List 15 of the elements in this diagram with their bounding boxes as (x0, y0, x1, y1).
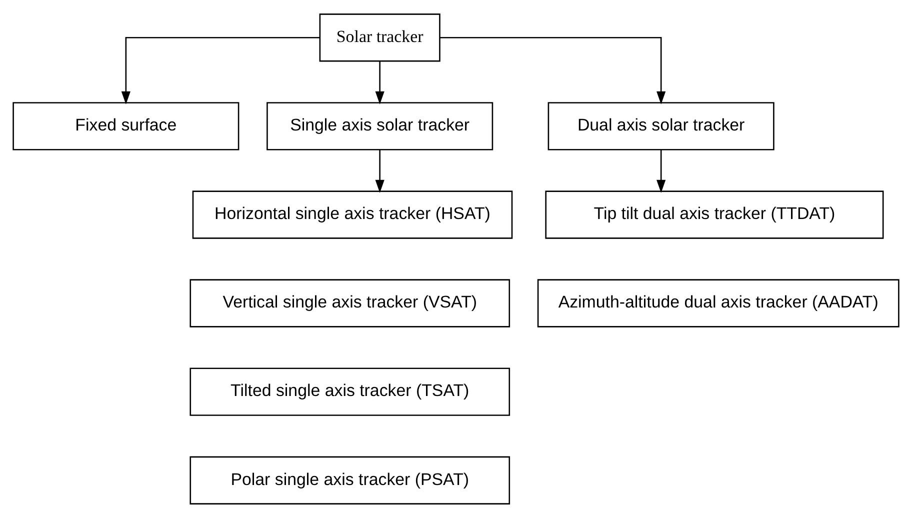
arrow (121, 36, 320, 104)
node-box: Tip tilt dual axis tracker (TTDAT) (545, 190, 884, 238)
node-box: Horizontal single axis tracker (HSAT) (192, 190, 513, 238)
node-box: Fixed surface (12, 102, 240, 150)
node-box: Dual axis solar tracker (548, 102, 774, 150)
node-box: Vertical single axis tracker (VSAT) (190, 278, 510, 327)
node-box: Polar single axis tracker (PSAT) (190, 456, 510, 504)
arrow (656, 149, 666, 192)
arrow (375, 149, 384, 192)
node-box: Azimuth-altitude dual axis tracker (AADAT) (537, 278, 900, 327)
node-box: Single axis solar tracker (266, 102, 494, 150)
node-box: Tilted single axis tracker (TSAT) (190, 367, 510, 416)
arrow (440, 36, 666, 104)
arrow (375, 60, 384, 104)
node-box: Solar tracker (319, 13, 440, 62)
